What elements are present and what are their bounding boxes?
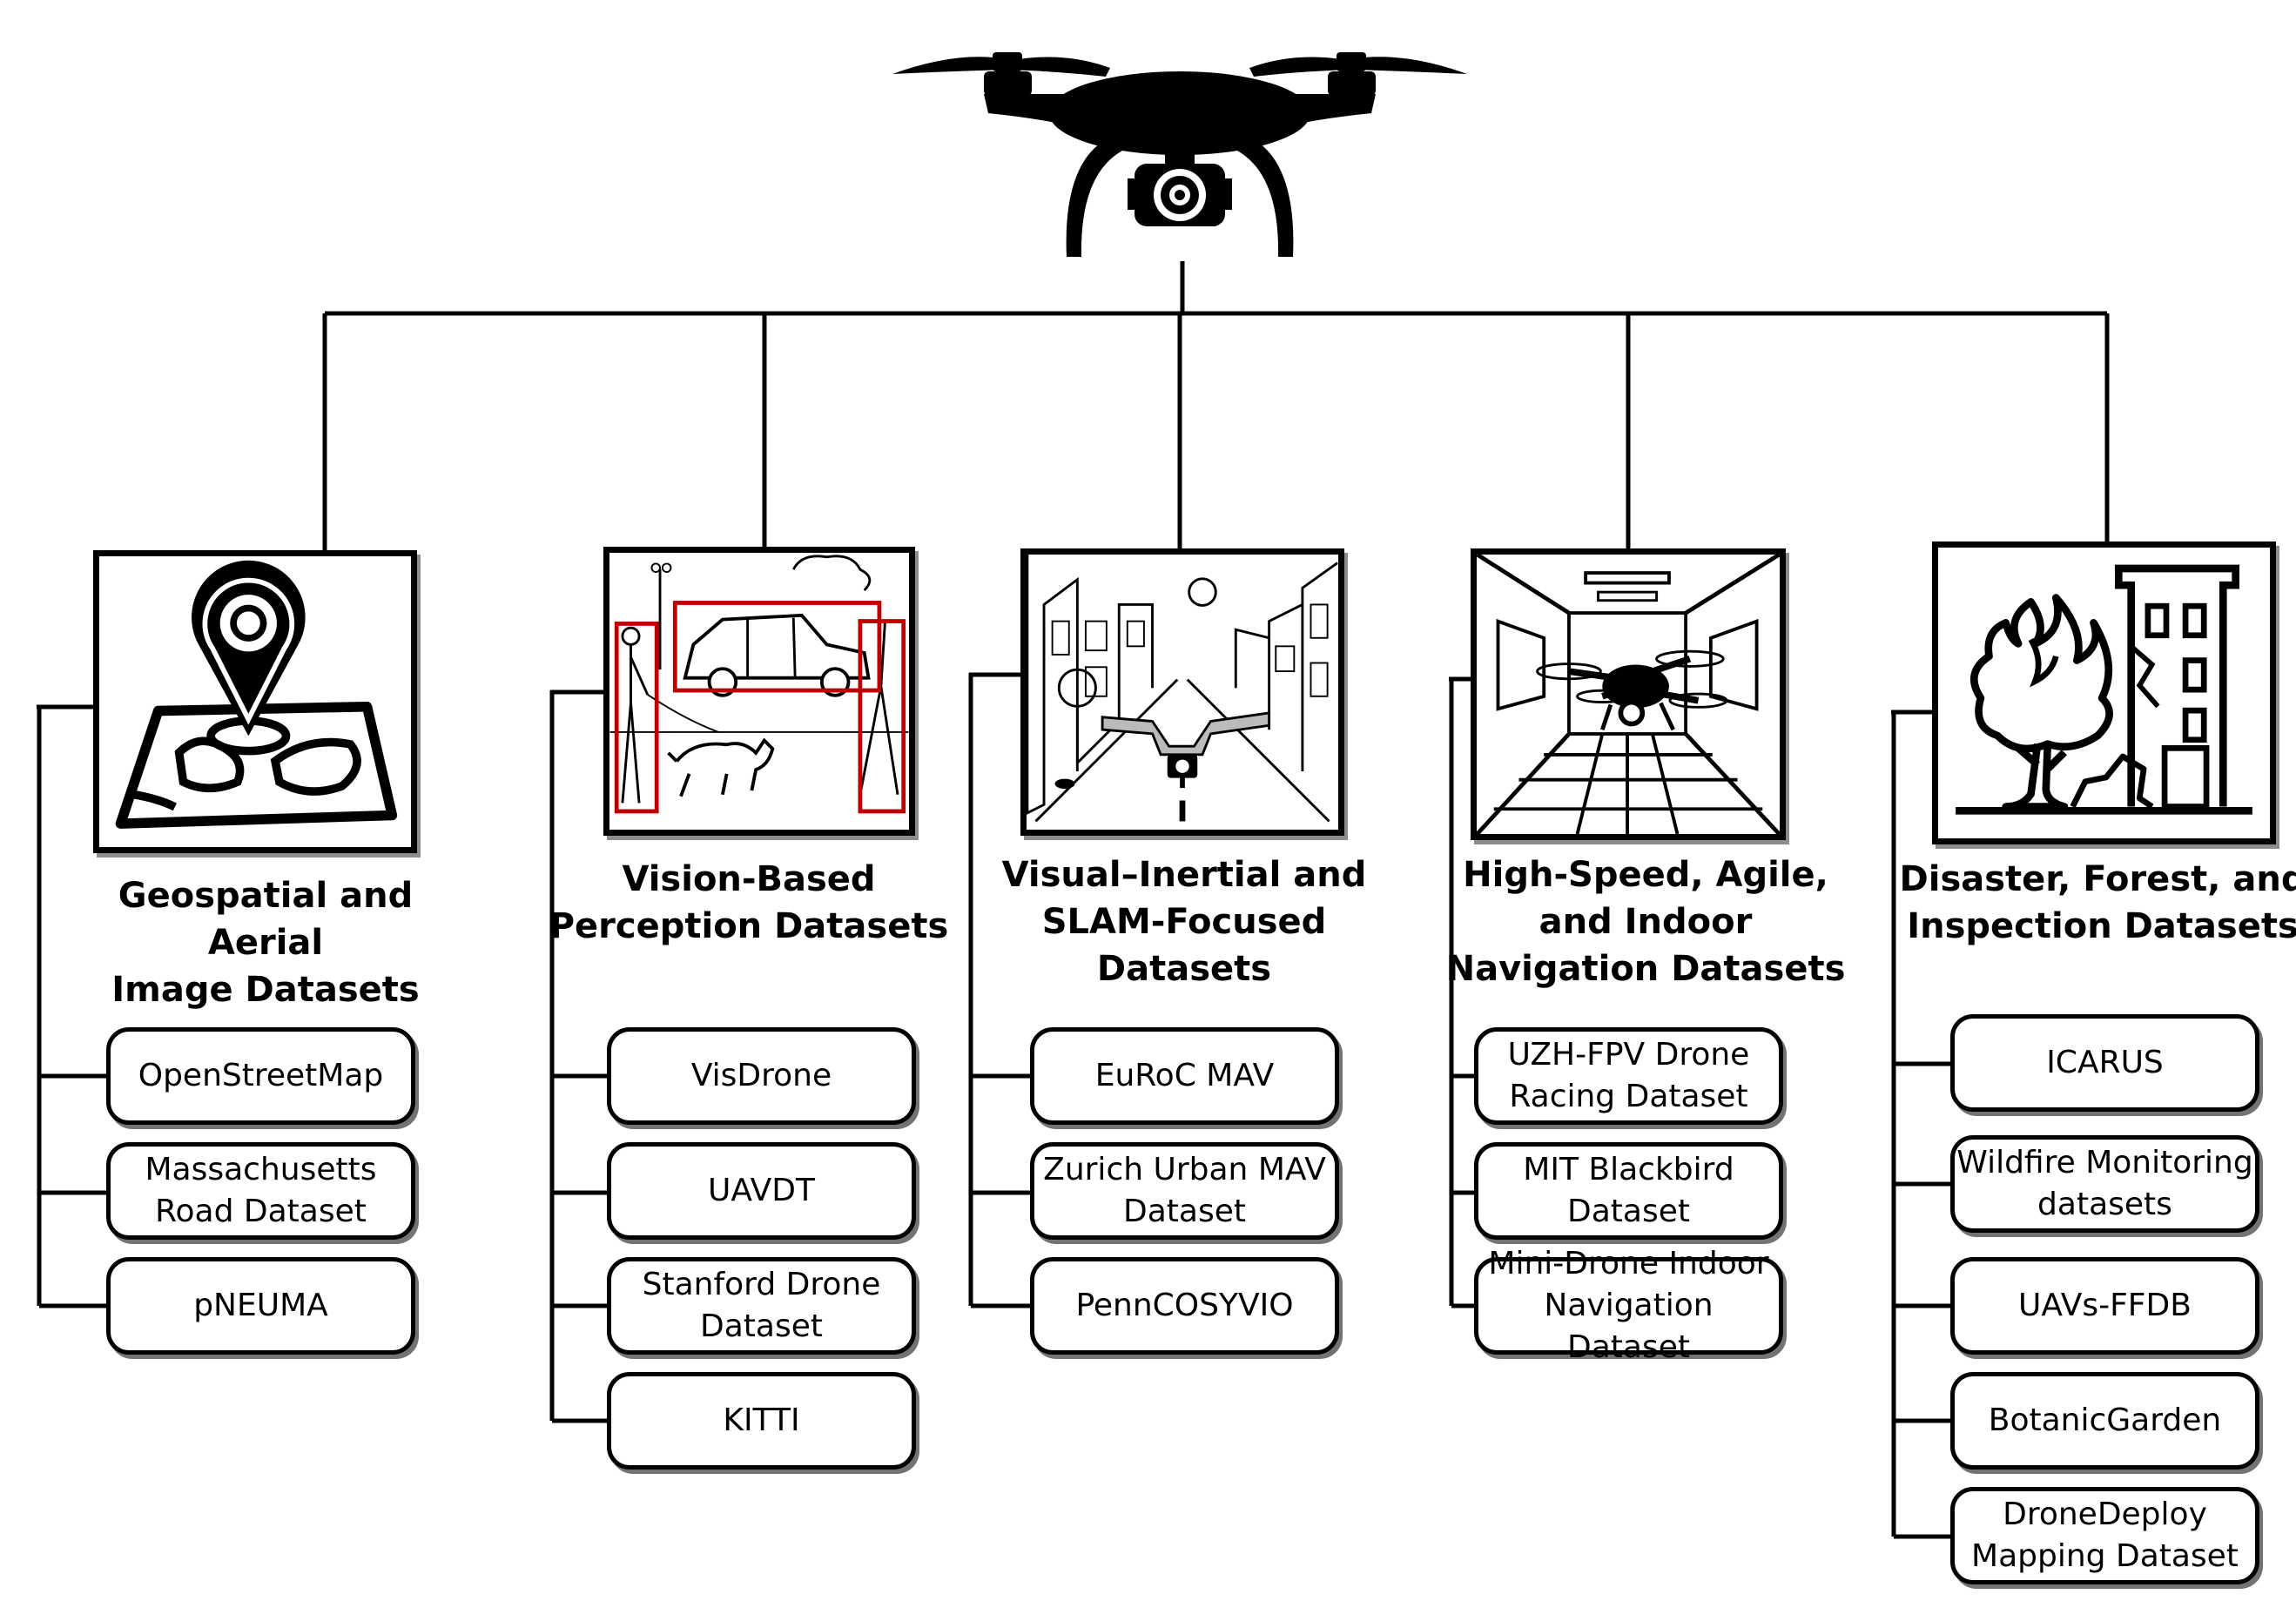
dataset-mini-drone-indoor: Mini-Drone Indoor Navigation Dataset [1474,1246,1783,1365]
dataset-uzh-fpv: UZH-FPV Drone Racing Dataset [1474,1027,1783,1125]
dataset-zurich-urban-mav: Zurich Urban MAV Dataset [1030,1142,1339,1240]
map-pin-icon [115,560,398,829]
category-icon-box-1 [93,550,417,853]
category-icon-box-3 [1020,548,1344,836]
dataset-wildfire-monitoring: Wildfire Monitoring datasets [1950,1135,2259,1233]
category-title-3: Visual–Inertial and SLAM-Focused Dataset… [1001,855,1367,989]
drone-icon [892,52,1467,257]
category-icon-box-2 [603,547,915,836]
dataset-euroc-mav: EuRoC MAV [1030,1027,1339,1125]
category-title-5: Disaster, Forest, and Inspection Dataset… [1899,859,2296,946]
dataset-pneuma: pNEUMA [106,1257,415,1355]
dataset-mit-blackbird: MIT Blackbird Dataset [1474,1142,1783,1240]
fire-building-icon [1956,564,2252,815]
dataset-icarus: ICARUS [1950,1014,2259,1112]
category-title-4: High-Speed, Agile, and Indoor Navigation… [1445,855,1846,989]
dataset-kitti: KITTI [607,1372,916,1470]
dataset-visdrone: VisDrone [607,1027,916,1125]
city-street-drone-icon [1027,555,1338,823]
dataset-botanicgarden: BotanicGarden [1950,1372,2259,1470]
street-detection-icon [609,555,909,814]
dataset-massachusetts-road: Massachusetts Road Dataset [106,1142,415,1240]
dataset-dronedeploy-mapping: DroneDeploy Mapping Dataset [1950,1487,2259,1584]
corridor-drone-icon [1477,555,1780,834]
dataset-openstreetmap: OpenStreetMap [106,1027,415,1125]
dataset-uavs-ffdb: UAVs-FFDB [1950,1257,2259,1355]
category-icon-box-5 [1932,541,2276,844]
dataset-penncosyvio: PennCOSYVIO [1030,1257,1339,1355]
category-title-1: Geospatial and Aerial Image Datasets [111,876,420,1010]
dataset-uavdt: UAVDT [607,1142,916,1240]
dataset-stanford-drone: Stanford Drone Dataset [607,1257,916,1355]
category-icon-box-4 [1471,548,1786,840]
category-title-2: Vision-Based Perception Datasets [549,859,949,946]
